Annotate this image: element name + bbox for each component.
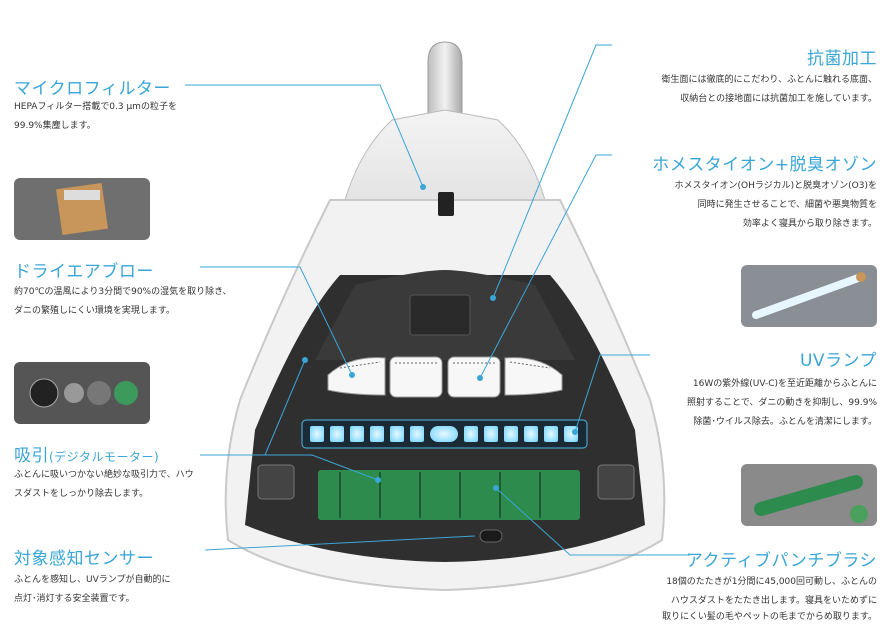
active-brush-title: アクティブパンチブラシ	[685, 551, 877, 571]
power-switch	[438, 192, 454, 216]
uv-lamp-thumbnail	[741, 265, 877, 327]
dry-air-blow-title: ドライエアブロー	[14, 262, 154, 282]
antibacterial-desc-2: 収納台との接地面には抗菌加工を施しています。	[680, 94, 877, 104]
homes-ion-desc-1: ホメスタイオン(OHラジカル)と脱臭オゾン(O3)を	[674, 181, 877, 191]
uv-lamp-desc-2: 照射することで、ダニの動きを抑制し、99.9%	[687, 398, 877, 408]
suction-title: 吸引(デジタルモーター)	[14, 441, 159, 466]
sensor-title: 対象感知センサー	[14, 549, 154, 569]
dry-air-blow-desc-1: 約70℃の温風により3分間で90%の湿気を取り除き、	[14, 287, 232, 297]
dry-air-blow-desc-2: ダニの繁殖しにくい環境を実現します。	[14, 306, 175, 316]
handle	[427, 41, 463, 121]
filter-window	[409, 294, 471, 336]
suction-desc-2: スダストをしっかり除去します。	[14, 489, 149, 499]
sensor	[479, 529, 503, 543]
suction-desc-1: ふとんに吸いつかない絶妙な吸引力で、ハウ	[14, 470, 194, 480]
brush-area	[318, 470, 580, 520]
uv-lamp-title: UVランプ	[799, 351, 877, 371]
filter-thumbnail	[14, 178, 150, 240]
sensor-desc-1: ふとんを感知し、UVランプが自動的に	[14, 575, 171, 585]
suction-title-main: 吸引	[14, 446, 49, 466]
uv-lamp-desc-3: 除菌･ウイルス除去。ふとんを清潔にします。	[693, 417, 877, 427]
active-brush-desc-3: 取りにくい髪の毛やペットの毛までからめ取ります。	[662, 612, 877, 622]
homes-ion-desc-3: 効率よく寝具から取り除きます。	[742, 219, 877, 229]
antibacterial-title: 抗菌加工	[807, 49, 877, 69]
micro-filter-title: マイクロフィルター	[14, 79, 171, 99]
antibacterial-desc-1: 衛生面には徹底的にこだわり、ふとんに触れる底面、	[661, 75, 877, 85]
wheel-left	[257, 464, 295, 500]
micro-filter-desc-2: 99.9%集塵します。	[14, 121, 96, 131]
sensor-desc-2: 点灯･消灯する安全装置です。	[14, 594, 135, 604]
brush-thumbnail	[741, 464, 877, 526]
homes-ion-title: ホメスタイオン+脱臭オゾン	[652, 155, 877, 175]
air-vents	[327, 356, 563, 398]
active-brush-desc-1: 18個のたたきが1分間に45,000回可動し、ふとんの	[666, 577, 877, 587]
motor-thumbnail	[14, 362, 150, 424]
uv-lamp-desc-1: 16Wの紫外線(UV-C)を至近距離からふとんに	[692, 379, 877, 389]
suction-title-sub: (デジタルモーター)	[49, 450, 160, 464]
wheel-right	[597, 464, 635, 500]
homes-ion-desc-2: 同時に発生させることで、細菌や悪臭物質を	[697, 200, 877, 210]
active-brush-desc-2: ハウスダストをたたき出します。寝具をいためずに	[670, 596, 877, 606]
micro-filter-desc-1: HEPAフィルター搭載で0.3 μmの粒子を	[14, 102, 177, 112]
